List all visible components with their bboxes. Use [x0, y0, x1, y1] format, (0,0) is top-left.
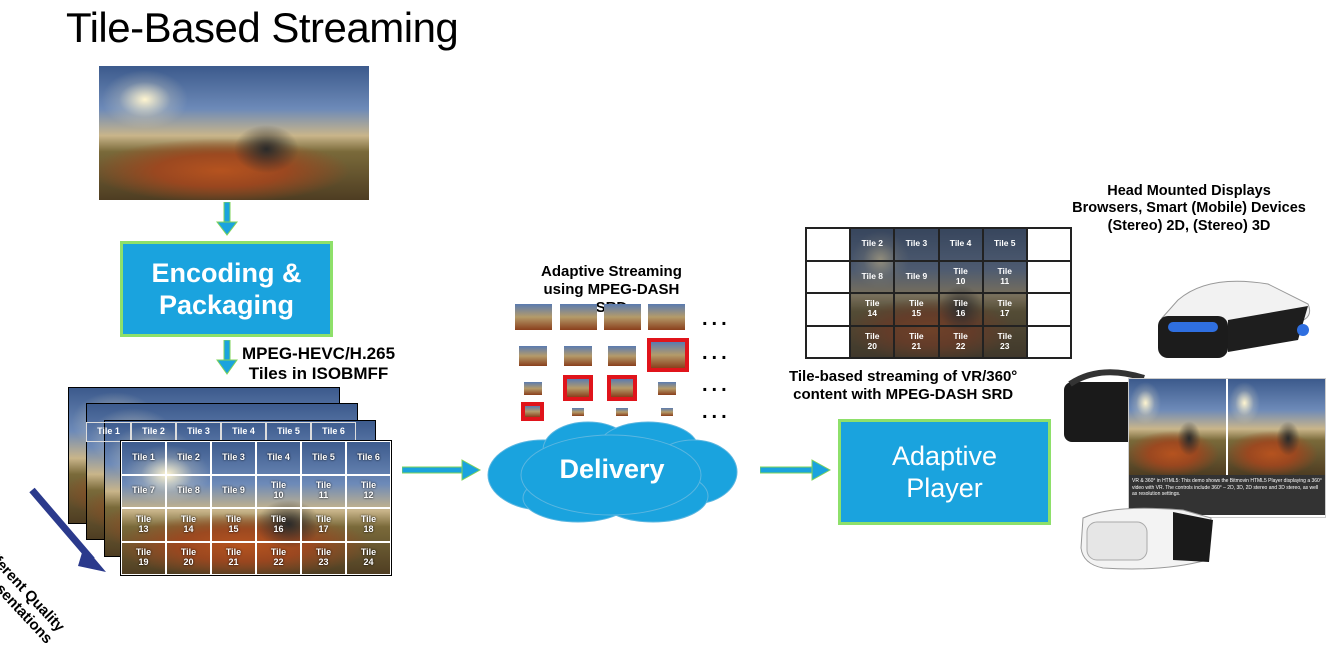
tile-cell: Tile 1	[86, 422, 131, 442]
tile-cell: Tile 8	[166, 474, 211, 508]
thumbnail-selected	[521, 402, 544, 421]
tile-cell: Tile 2	[166, 441, 211, 475]
thumbnail-selected	[607, 375, 637, 401]
srd-empty-cell	[1026, 260, 1071, 293]
srd-tile-cell: Tile 5	[982, 228, 1027, 261]
srd-tile-cell: Tile 8	[850, 260, 895, 293]
tile-cell: Tile 17	[301, 508, 346, 542]
srd-tile-cell: Tile 17	[982, 293, 1027, 326]
srd-tile-cell: Tile 15	[894, 293, 939, 326]
thumbnail	[524, 382, 542, 395]
tile-cell: Tile 10	[256, 474, 301, 508]
encoding-packaging-box: Encoding & Packaging	[120, 241, 333, 337]
delivery-cloud	[487, 421, 738, 523]
tile-cell: Tile 20	[166, 541, 211, 575]
tile-cell: Tile 22	[256, 541, 301, 575]
adaptive-streaming-label: Adaptive Streaming using MPEG-DASH SRD	[541, 263, 682, 316]
tile-cell: Tile 16	[256, 508, 301, 542]
tile-cell: Tile 12	[346, 474, 391, 508]
srd-tile-cell: Tile 23	[982, 325, 1027, 358]
oculus-rift-image	[1060, 360, 1150, 460]
tile-cell: Tile 4	[256, 441, 301, 475]
delivery-label: Delivery	[559, 454, 665, 484]
srd-empty-cell	[1026, 228, 1071, 261]
srd-tile-cell: Tile 2	[850, 228, 895, 261]
srd-tile-cell: Tile 9	[894, 260, 939, 293]
down-arrow-icon	[215, 202, 239, 236]
tile-cell: Tile 2	[131, 422, 176, 442]
tile-cell: Tile 7	[121, 474, 166, 508]
tile-cell: Tile 3	[176, 422, 221, 442]
ellipsis: ...	[702, 374, 731, 396]
quality-arrow	[29, 487, 106, 572]
tile-cell: Tile 4	[221, 422, 266, 442]
thumbnail	[572, 408, 584, 416]
thumbnail	[604, 304, 641, 330]
tile-cell: Tile 6	[311, 422, 356, 442]
tile-cell: Tile 5	[266, 422, 311, 442]
thumbnail-selected	[563, 375, 593, 401]
representation-thumbnails: ... ... ... ...	[512, 300, 742, 430]
back-layer-labels: Tile 1 Tile 2 Tile 3 Tile 4 Tile 5 Tile …	[86, 422, 356, 442]
tile-cell: Tile 23	[301, 541, 346, 575]
tile-cell: Tile 19	[121, 541, 166, 575]
tile-cell: Tile 5	[301, 441, 346, 475]
ellipsis: ...	[702, 342, 731, 364]
thumbnail	[608, 346, 636, 366]
down-arrow-icon	[216, 340, 238, 375]
tile-cell: Tile 15	[211, 508, 256, 542]
srd-empty-cell	[806, 260, 851, 293]
srd-tile-cell: Tile 4	[938, 228, 983, 261]
tile-cell: Tile 18	[346, 508, 391, 542]
srd-tile-cell: Tile 20	[850, 325, 895, 358]
tile-cell: Tile 6	[346, 441, 391, 475]
page-title: Tile-Based Streaming	[66, 4, 459, 51]
adaptive-player-box: Adaptive Player	[838, 419, 1051, 525]
tile-cell: Tile 14	[166, 508, 211, 542]
right-arrow-icon	[402, 459, 482, 481]
srd-tile-cell: Tile 14	[850, 293, 895, 326]
srd-tile-cell: Tile 10	[938, 260, 983, 293]
right-arrow-icon	[760, 459, 832, 481]
tile-cell: Tile 24	[346, 541, 391, 575]
browser-caption: VR & 360° in HTML5: This demo shows the …	[1129, 475, 1325, 515]
tile-cell: Tile 21	[211, 541, 256, 575]
thumbnail-selected	[647, 338, 689, 372]
tile-cell: Tile 9	[211, 474, 256, 508]
srd-empty-cell	[806, 325, 851, 358]
srd-empty-cell	[806, 228, 851, 261]
thumbnail	[564, 346, 592, 366]
tile-cell: Tile 1	[121, 441, 166, 475]
srd-empty-cell	[1026, 325, 1071, 358]
thumbnail	[616, 408, 628, 416]
thumbnail	[658, 382, 676, 395]
srd-empty-cell	[1026, 293, 1071, 326]
srd-empty-cell	[806, 293, 851, 326]
ellipsis: ...	[702, 308, 731, 330]
srd-tile-cell: Tile 3	[894, 228, 939, 261]
devices-heading: Head Mounted Displays Browsers, Smart (M…	[1072, 183, 1306, 234]
tile-cell: Tile 3	[211, 441, 256, 475]
thumbnail	[560, 304, 597, 330]
tile-cell: Tile 11	[301, 474, 346, 508]
ellipsis: ...	[702, 401, 731, 423]
thumbnail	[515, 304, 552, 330]
thumbnail	[519, 346, 547, 366]
thumbnail	[648, 304, 685, 330]
mpeg-hevc-label: MPEG-HEVC/H.265 Tiles in ISOBMFF	[242, 344, 396, 384]
srd-caption: Tile-based streaming of VR/360° content …	[789, 368, 1018, 403]
browser-player-image: VR & 360° in HTML5: This demo shows the …	[1128, 378, 1326, 518]
thumbnail	[661, 408, 673, 416]
srd-tile-cell: Tile 11	[982, 260, 1027, 293]
vr-headset-image	[1148, 270, 1318, 370]
srd-tile-cell: Tile 16	[938, 293, 983, 326]
panorama-image	[99, 66, 369, 200]
srd-tile-cell: Tile 22	[938, 325, 983, 358]
srd-tile-cell: Tile 21	[894, 325, 939, 358]
tile-cell: Tile 13	[121, 508, 166, 542]
gear-vr-image	[1073, 498, 1218, 578]
